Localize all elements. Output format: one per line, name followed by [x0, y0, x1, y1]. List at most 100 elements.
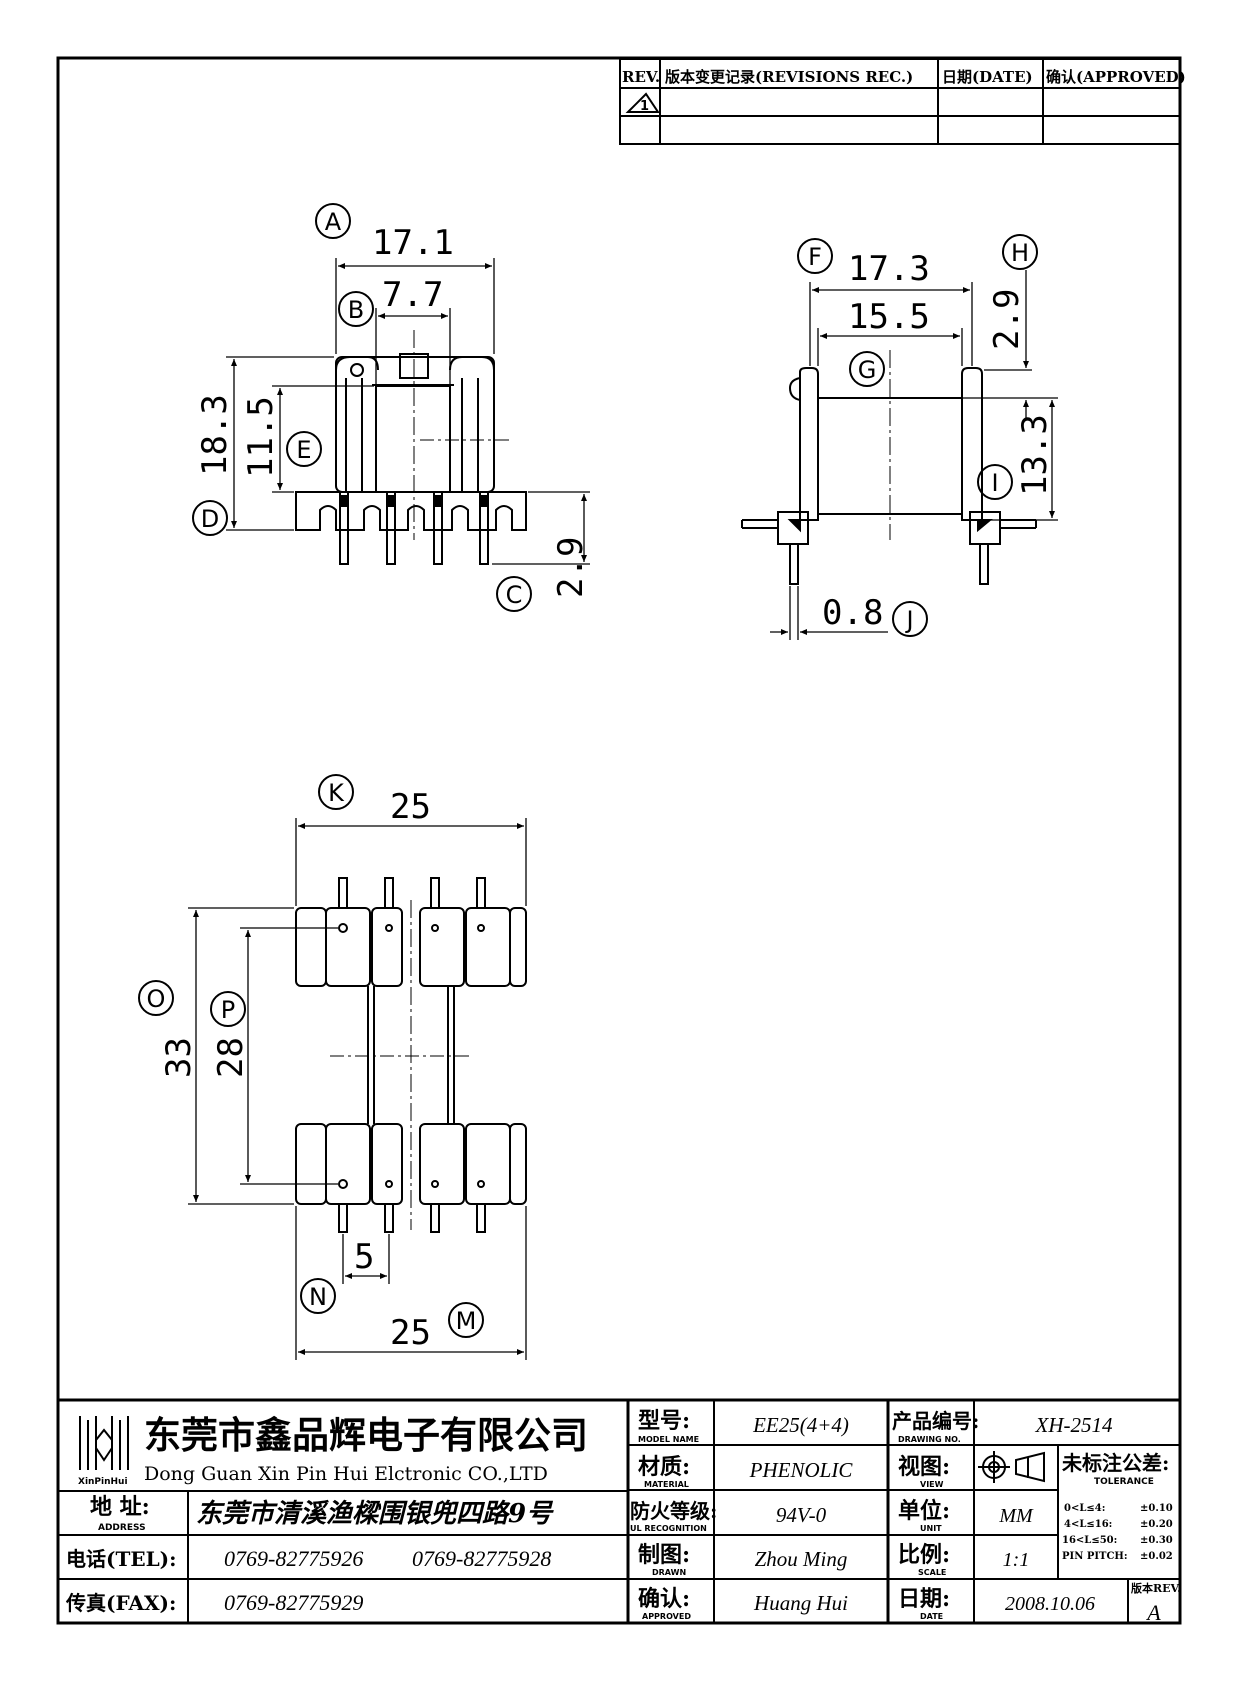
dim-25-bottom: 25: [390, 1313, 431, 1353]
rev-header: REV.: [622, 68, 660, 86]
svg-text:B: B: [348, 296, 364, 324]
tolerance-range-1: 0<L≤4:: [1064, 1503, 1105, 1514]
svg-text:I: I: [991, 469, 998, 497]
revision-table: [619, 58, 1181, 145]
dim-11-5: 11.5: [241, 396, 281, 478]
dim-15-5: 15.5: [848, 297, 930, 337]
dim-28: 28: [211, 1037, 251, 1078]
dim-13-3: 13.3: [1015, 414, 1055, 496]
ref-label-a: A: [315, 203, 351, 239]
dim-0-8: 0.8: [822, 593, 883, 633]
model-value: EE25(4+4): [752, 1413, 849, 1437]
revision-triangle-number: 1: [640, 99, 649, 114]
view-label: 视图:: [898, 1454, 950, 1480]
dim-17-1: 17.1: [372, 223, 454, 263]
fire-rating-label: 防火等级:: [630, 1499, 717, 1523]
tolerance-value-2: ±0.20: [1140, 1519, 1173, 1530]
ref-label-j: J: [892, 601, 928, 637]
dim-25-top: 25: [390, 787, 431, 827]
title-block: [58, 1398, 1180, 1623]
svg-text:G: G: [858, 356, 877, 384]
revision-triangle-icon: 1: [625, 92, 660, 114]
tolerance-title-en: TOLERANCE: [1094, 1477, 1154, 1487]
unit-label: 单位:: [898, 1498, 950, 1524]
svg-text:F: F: [808, 243, 822, 271]
tolerance-value-4: ±0.02: [1140, 1551, 1173, 1562]
fax-value: 0769-82775929: [224, 1590, 363, 1615]
tolerance-value-3: ±0.30: [1140, 1535, 1173, 1546]
ref-label-k: K: [318, 774, 354, 810]
dim-2-9-front: 2.9: [551, 537, 591, 598]
address-label-en: ADDRESS: [98, 1523, 146, 1533]
drawn-value: Zhou Ming: [755, 1547, 848, 1571]
ref-label-e: E: [286, 431, 322, 467]
material-value: PHENOLIC: [749, 1458, 854, 1482]
drawing-no-value: XH-2514: [1035, 1413, 1113, 1437]
svg-text:N: N: [309, 1283, 327, 1311]
address-label: 地 址:: [90, 1494, 150, 1520]
dim-33: 33: [159, 1037, 199, 1078]
drawn-label: 制图:: [638, 1542, 690, 1568]
tel-value-1: 0769-82775926: [224, 1546, 363, 1571]
ref-label-o: O: [138, 980, 174, 1016]
ref-label-p: P: [210, 991, 246, 1027]
svg-text:J: J: [904, 606, 913, 634]
ref-label-n: N: [300, 1278, 336, 1314]
tolerance-range-3: 16<L≤50:: [1062, 1535, 1117, 1546]
svg-text:K: K: [328, 779, 345, 807]
fax-label: 传真(FAX):: [65, 1591, 176, 1615]
ref-label-i: I: [977, 464, 1013, 500]
approved-label-en: APPROVED: [642, 1612, 691, 1621]
svg-text:O: O: [147, 985, 166, 1013]
dim-5: 5: [354, 1237, 374, 1277]
tolerance-table: 0<L≤4: ±0.10 4<L≤16: ±0.20 16<L≤50: ±0.3…: [1062, 1503, 1173, 1562]
bottom-view-dimensions: [188, 818, 527, 1360]
svg-text:P: P: [221, 996, 235, 1024]
date-label-en: DATE: [920, 1612, 943, 1621]
approved-label: 确认:: [638, 1586, 690, 1612]
svg-text:C: C: [506, 581, 523, 609]
projection-symbol-icon: [978, 1451, 1045, 1483]
date-label: 日期:: [898, 1586, 950, 1612]
svg-text:A: A: [325, 208, 342, 236]
rev-value: A: [1145, 1600, 1161, 1625]
front-view-dimensions: [226, 258, 590, 565]
scale-label-en: SCALE: [918, 1568, 946, 1577]
scale-value: 1:1: [1003, 1549, 1030, 1571]
date-header: 日期(DATE): [942, 68, 1033, 86]
ref-label-g: G: [849, 351, 885, 387]
drawn-label-en: DRAWN: [652, 1568, 686, 1577]
svg-text:H: H: [1011, 239, 1029, 267]
tolerance-title: 未标注公差:: [1062, 1451, 1169, 1475]
revisions-record-header: 版本变更记录(REVISIONS REC.): [665, 68, 913, 86]
drawing-no-label-en: DRAWING NO.: [898, 1435, 961, 1444]
model-label-en: MODEL NAME: [638, 1435, 699, 1444]
tolerance-range-4: PIN PITCH:: [1062, 1551, 1128, 1562]
ref-label-b: B: [338, 291, 374, 327]
approved-value: Huang Hui: [753, 1591, 848, 1615]
company-logo: XinPinHui: [71, 1411, 135, 1487]
ref-label-h: H: [1002, 234, 1038, 270]
fire-rating-label-en: UL RECOGNITION: [630, 1524, 707, 1533]
ref-label-c: C: [496, 576, 532, 612]
rev-label: 版本REV.: [1131, 1581, 1181, 1595]
ref-label-d: D: [192, 500, 228, 536]
material-label: 材质:: [638, 1454, 690, 1480]
dim-18-3: 18.3: [195, 394, 235, 476]
dim-2-9-side: 2.9: [987, 289, 1027, 350]
front-view: [295, 353, 527, 565]
svg-text:M: M: [456, 1307, 477, 1335]
dim-7-7: 7.7: [382, 275, 443, 315]
address-value: 东莞市清溪渔樑围银兜四路9号: [196, 1499, 554, 1529]
drawing-no-label: 产品编号:: [892, 1409, 979, 1433]
tel-value-2: 0769-82775928: [412, 1546, 551, 1571]
svg-text:D: D: [201, 505, 219, 533]
tolerance-value-1: ±0.10: [1140, 1503, 1173, 1514]
dim-17-3: 17.3: [848, 249, 930, 289]
side-view-dimensions: [770, 270, 1058, 640]
unit-label-en: UNIT: [920, 1524, 942, 1533]
company-name-en: Dong Guan Xin Pin Hui Elctronic CO.,LTD: [144, 1463, 548, 1485]
scale-label: 比例:: [898, 1542, 950, 1568]
model-label: 型号:: [638, 1408, 690, 1434]
